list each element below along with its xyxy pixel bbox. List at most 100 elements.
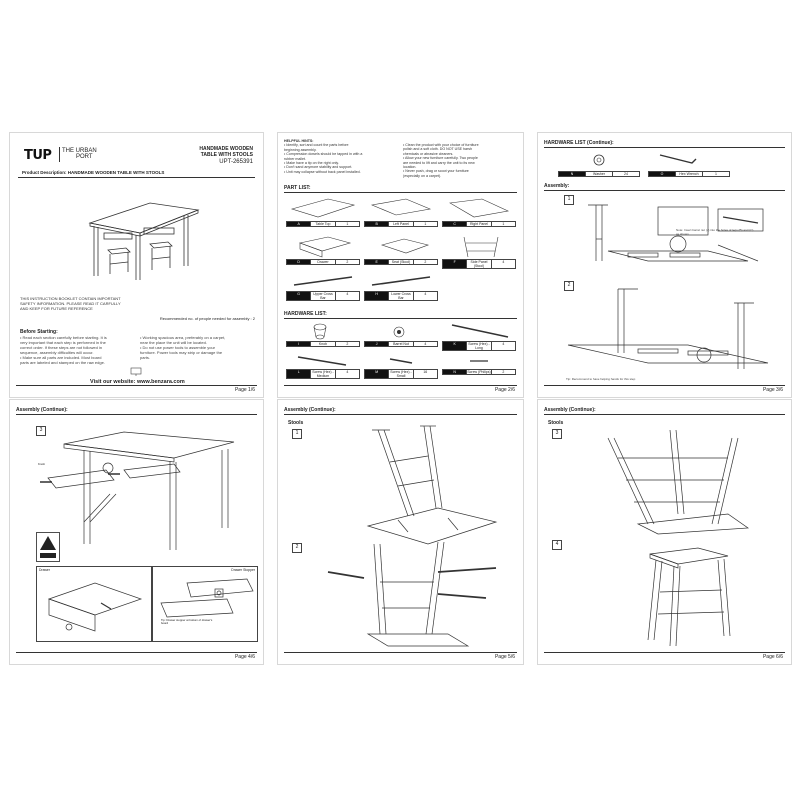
assembly-tip: Tip: Recommend to have helping hands for… — [566, 377, 636, 381]
seat-drawing — [380, 238, 430, 254]
hardware-qty: 16 — [412, 370, 437, 378]
hint-line: rubber mallet. — [284, 156, 306, 161]
stopper-note: Tip: Drawer stopper at bottom of drawer'… — [161, 618, 213, 626]
right-panel-drawing — [449, 198, 509, 218]
hardware-code: O — [649, 172, 675, 176]
hint-line: • Identify, sort and count the parts bef… — [284, 143, 349, 148]
footer-rule — [544, 385, 785, 386]
hint-line: are needed to lift and carry the unit to… — [403, 160, 475, 165]
washer-drawing — [593, 154, 605, 166]
manual-page-4: Assembly (Continue): 3 Knob Drawer Drawe… — [10, 400, 263, 664]
footer-rule — [544, 652, 785, 653]
hint-line: • Allow your new furniture carefully. Tw… — [403, 156, 478, 161]
part-name: Right Panel — [466, 222, 490, 226]
instruction-line: • Working spacious area, preferably on a… — [140, 335, 226, 340]
instruction-line: correct order. If these steps are not fo… — [20, 345, 103, 350]
upper-cross-bar-drawing — [293, 276, 353, 286]
hardware-qty: 1 — [702, 172, 729, 176]
website-link[interactable]: Visit our website: www.benzara.com — [90, 379, 185, 385]
hardware-name: Screw (Philips) — [466, 370, 491, 374]
part-code: F — [443, 260, 467, 268]
drawer-inset: Drawer — [36, 566, 152, 642]
part-qty: 1 — [412, 222, 437, 226]
instruction-line: parts are labeled and stamped on the raw… — [20, 360, 105, 365]
instruction-line: • Make sure all parts are included. Most… — [20, 355, 102, 360]
part-qty: 4 — [490, 260, 515, 268]
page-number: Page 5/6 — [494, 654, 515, 660]
hardware-code: K — [443, 342, 467, 350]
warning-line: SAFETY INFORMATION. PLEASE READ IT CARFU… — [20, 301, 121, 306]
part-name: Upper Cross Bar — [310, 292, 334, 300]
part-name: Lower Cross Bar — [388, 292, 412, 300]
stool-step-2-drawing — [327, 541, 497, 647]
step-badge: 2 — [292, 543, 302, 553]
knob-callout: Knob — [38, 462, 46, 466]
hardware-code: N — [559, 172, 585, 176]
step-badge: 1 — [292, 429, 302, 439]
table-top-drawing — [290, 198, 356, 218]
step-badge: 3 — [36, 426, 46, 436]
caution-sticker-icon — [36, 532, 60, 562]
manual-page-2: HELPFUL HINTS: • Identify, sort and coun… — [278, 133, 523, 397]
part-name: Side Panel (Stool) — [466, 260, 490, 268]
hardware-continue-heading: HARDWARE LIST (Continue): — [544, 140, 785, 148]
hint-line: • Unit may collapse without back panel i… — [284, 169, 361, 174]
stools-subheading: Stools — [548, 420, 564, 426]
hardware-name: Barrel Nut — [388, 342, 412, 346]
brand-line-1: THE URBAN — [62, 148, 97, 154]
inset-title: Drawer — [39, 568, 50, 572]
manual-page-5: Assembly (Continue): Stools 1 2 Page 5/6 — [278, 400, 523, 664]
long-screw-drawing — [451, 324, 509, 338]
hint-line: chemicals or abrasive cleaners. — [403, 151, 454, 156]
before-starting-heading: Before Starting: — [20, 329, 58, 335]
part-name: Drawer — [310, 260, 334, 264]
stools-subheading: Stools — [288, 420, 304, 426]
part-qty: 2 — [334, 260, 359, 264]
product-sku: UPT-265391 — [219, 159, 253, 165]
drawer-stopper-inset: Drawer Stopper Tip: Drawer stopper at bo… — [152, 566, 258, 642]
hint-line: polish and a soft cloth. DO NOT USE hars… — [403, 147, 473, 152]
medium-screw-drawing — [297, 356, 347, 366]
hardware-qty: 2 — [490, 370, 515, 374]
philips-screw-drawing — [470, 360, 488, 362]
hardware-qty: 4 — [490, 342, 515, 350]
product-description: Product Description: HANDMADE WOODEN TAB… — [22, 170, 165, 175]
product-title: HANDMADE WOODEN TABLE WITH STOOLS — [171, 146, 253, 158]
side-panel-drawing — [463, 236, 499, 258]
page-number: Page 4/6 — [234, 654, 255, 660]
brand-logo: TUP — [24, 148, 52, 163]
footer-rule — [284, 385, 517, 386]
helpful-hints-right: • Clean the product with your choice of … — [403, 143, 518, 178]
step-badge: 4 — [552, 540, 562, 550]
hardware-qty: 4 — [334, 370, 359, 378]
assembly-continue-heading: Assembly (Continue): — [544, 407, 785, 415]
part-code: A — [287, 222, 311, 226]
page-number: Page 6/6 — [762, 654, 783, 660]
helpful-hints-heading: HELPFUL HINTS: — [284, 139, 314, 143]
part-name: Seat (Stool) — [388, 260, 412, 264]
drawer-detail-drawing — [47, 582, 143, 632]
hint-line: • Compression dowels should be tapped in… — [284, 152, 363, 157]
part-list-heading: PART LIST: — [284, 185, 517, 193]
hardware-qty: 24 — [612, 172, 639, 176]
assembly-continue-heading: Assembly (Continue): — [16, 407, 257, 415]
instruction-line: very important that each step is perform… — [20, 340, 106, 345]
part-name: Table Top — [310, 222, 334, 226]
step-badge: 1 — [564, 195, 574, 205]
before-starting-left: • Read each section carefully before sta… — [20, 335, 138, 365]
part-code: G — [287, 292, 311, 300]
hardware-name: Screw (Hex) - Medium — [310, 370, 334, 378]
instruction-line: near the place the unit will be located. — [140, 340, 207, 345]
stool-step-4-drawing — [647, 547, 731, 647]
stopper-detail-drawing — [160, 578, 254, 618]
